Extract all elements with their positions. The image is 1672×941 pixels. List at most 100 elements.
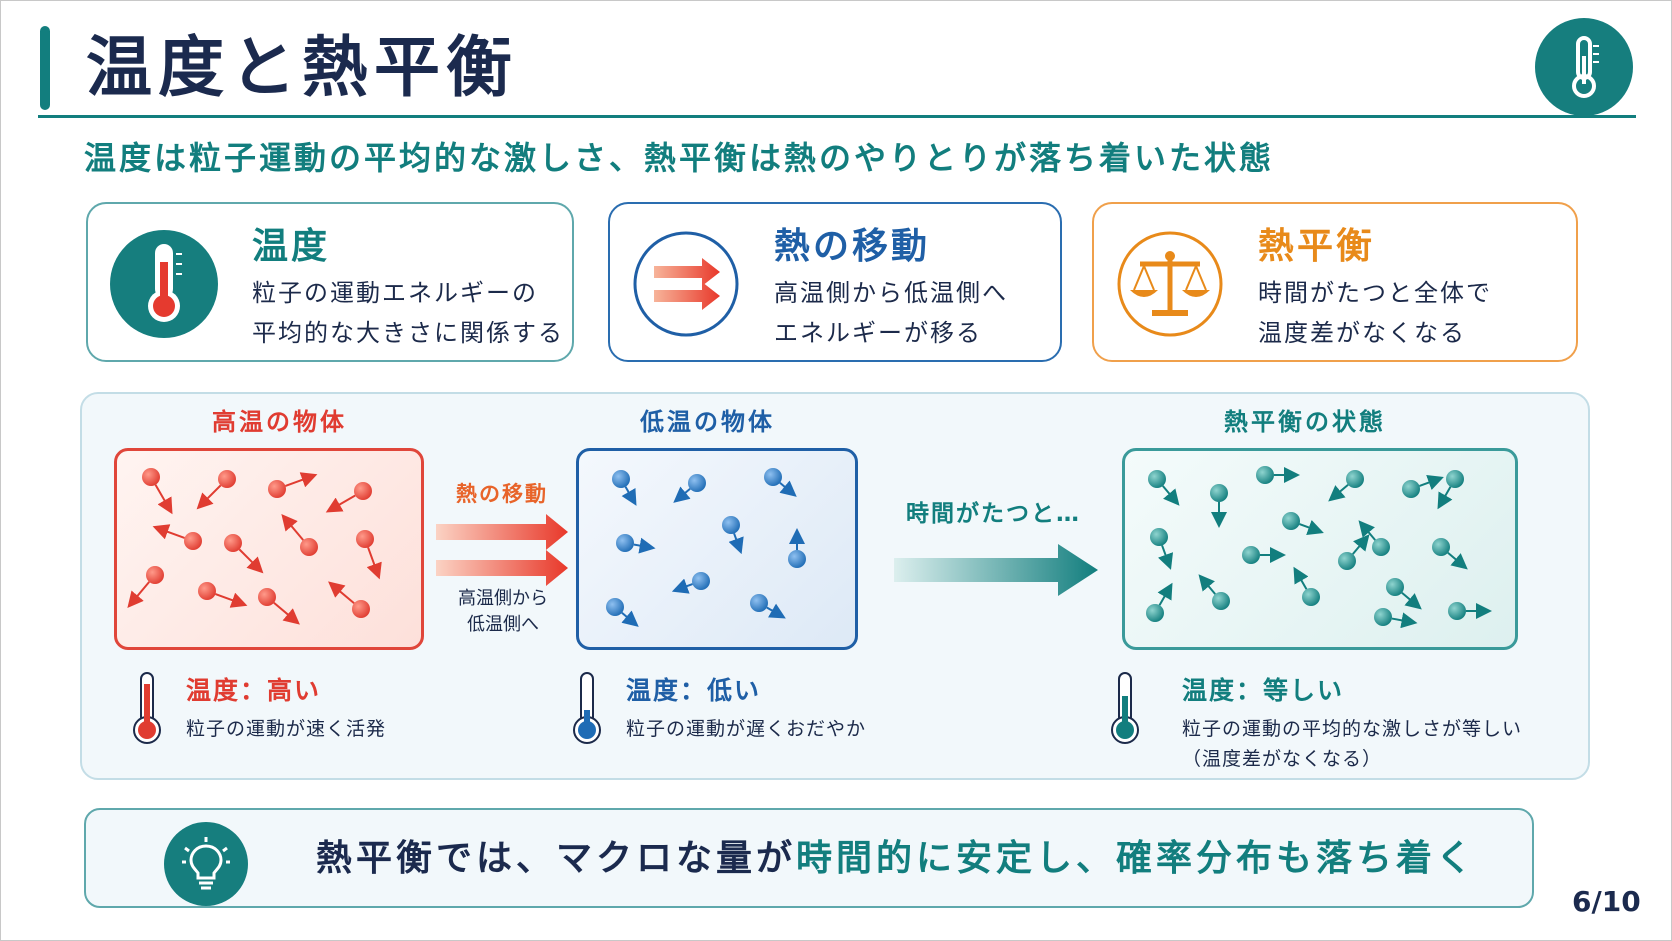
key-takeaway-text: 熱平衡では、マクロな量が時間的に安定し、確率分布も落ち着く [316, 838, 1477, 879]
particle [1346, 470, 1364, 488]
card-line: 平均的な大きさに関係する [252, 319, 564, 347]
page-number: 6/10 [1572, 885, 1641, 918]
cold-thermometer-icon [573, 672, 601, 744]
heat-flow-icon [632, 230, 740, 338]
hot-temp-label: 温度：高い [186, 676, 322, 705]
hot-object-box [114, 448, 424, 650]
particle [1372, 538, 1390, 556]
particle [300, 538, 318, 556]
heat-transfer-desc: 高温側から [458, 588, 548, 609]
particle [1448, 602, 1466, 620]
title-divider [38, 115, 1636, 118]
cold-object-label: 低温の物体 [640, 408, 775, 436]
particle [268, 480, 286, 498]
motion-arrow [325, 494, 356, 513]
eq-temp-label: 温度：等しい [1182, 676, 1345, 705]
motion-arrow [1157, 545, 1174, 570]
motion-arrow [1299, 519, 1324, 536]
particle [184, 532, 202, 550]
title-accent-bar [40, 26, 50, 110]
particle [354, 482, 372, 500]
motion-arrow [154, 484, 173, 515]
heat-transfer-arrows [436, 514, 568, 586]
time-arrow [894, 544, 1098, 596]
motion-arrow [1157, 582, 1173, 606]
card-equilibrium: 熱平衡 時間がたつと全体で 温度差がなくなる [1092, 202, 1578, 362]
motion-arrow [1162, 485, 1180, 506]
particle [218, 470, 236, 488]
key-takeaway-banner: 熱平衡では、マクロな量が時間的に安定し、確率分布も落ち着く [84, 808, 1534, 908]
motion-arrow [328, 581, 355, 604]
particle [764, 468, 782, 486]
particle [1242, 546, 1260, 564]
particle [258, 588, 276, 606]
hot-object-label: 高温の物体 [212, 408, 347, 436]
particle [1282, 512, 1300, 530]
particle [1210, 484, 1228, 502]
time-passes-label: 時間がたつと… [906, 501, 1081, 527]
particle [788, 550, 806, 568]
thermometer-icon [110, 230, 218, 338]
particle [688, 474, 706, 492]
particle [1386, 578, 1404, 596]
particle [198, 582, 216, 600]
card-line: エネルギーが移る [774, 319, 982, 347]
balance-scale-icon [1116, 230, 1224, 338]
hot-thermometer-icon [133, 672, 161, 744]
heat-transfer-desc: 低温側へ [467, 614, 539, 635]
particle [616, 534, 634, 552]
cold-temp-desc: 粒子の運動が遅くおだやか [626, 718, 867, 740]
thermometer-badge-icon [1535, 18, 1633, 116]
motion-arrow [728, 533, 744, 555]
particle [352, 600, 370, 618]
eq-temp-desc: 粒子の運動の平均的な激しさが等しい [1182, 718, 1523, 740]
page-title: 温度と熱平衡 [86, 29, 518, 106]
equilibrium-thermometer-icon [1111, 672, 1139, 744]
motion-arrow [1293, 566, 1309, 590]
hot-particles [127, 468, 382, 625]
motion-arrow [1401, 592, 1422, 610]
motion-arrow [673, 486, 691, 503]
particle [142, 468, 160, 486]
cold-object-box [576, 448, 858, 650]
motion-arrow [281, 514, 304, 541]
cold-temp-label: 温度：低い [626, 676, 762, 705]
particle [356, 530, 374, 548]
motion-arrow [1419, 474, 1444, 491]
motion-arrow [1198, 574, 1216, 595]
motion-arrow [215, 592, 248, 608]
motion-arrow [238, 548, 264, 574]
particle [1256, 466, 1274, 484]
card-line: 時間がたつと全体で [1258, 279, 1492, 307]
heat-transfer-label: 熱の移動 [456, 482, 548, 506]
particle [692, 572, 710, 590]
particle [606, 598, 624, 616]
motion-arrow [766, 603, 786, 619]
motion-arrow [196, 484, 222, 510]
particle [146, 566, 164, 584]
particle [1338, 552, 1356, 570]
particle [1150, 528, 1168, 546]
particle [224, 534, 242, 552]
card-title: 温度 [252, 226, 331, 267]
motion-arrow [127, 581, 150, 608]
motion-arrow [366, 547, 382, 580]
particle [722, 516, 740, 534]
equilibrium-label: 熱平衡の状態 [1224, 408, 1386, 436]
card-line: 温度差がなくなる [1258, 319, 1466, 347]
page-subtitle: 温度は粒子運動の平均的な激しさ、熱平衡は熱のやりとりが落ち着いた状態 [84, 139, 1275, 177]
particle [750, 594, 768, 612]
particle [1302, 588, 1320, 606]
cold-particles [606, 468, 806, 627]
card-heat-transfer: 熱の移動 高温側から低温側へ エネルギーが移る [608, 202, 1062, 362]
particle [1212, 592, 1230, 610]
motion-arrow [1328, 484, 1349, 502]
motion-arrow [1447, 552, 1468, 570]
motion-arrow [671, 578, 693, 594]
motion-arrow [1437, 486, 1453, 510]
motion-arrow [152, 524, 185, 540]
motion-arrow [1352, 534, 1370, 555]
motion-arrow [285, 472, 318, 488]
particle [1402, 480, 1420, 498]
motion-arrow [1391, 612, 1418, 629]
